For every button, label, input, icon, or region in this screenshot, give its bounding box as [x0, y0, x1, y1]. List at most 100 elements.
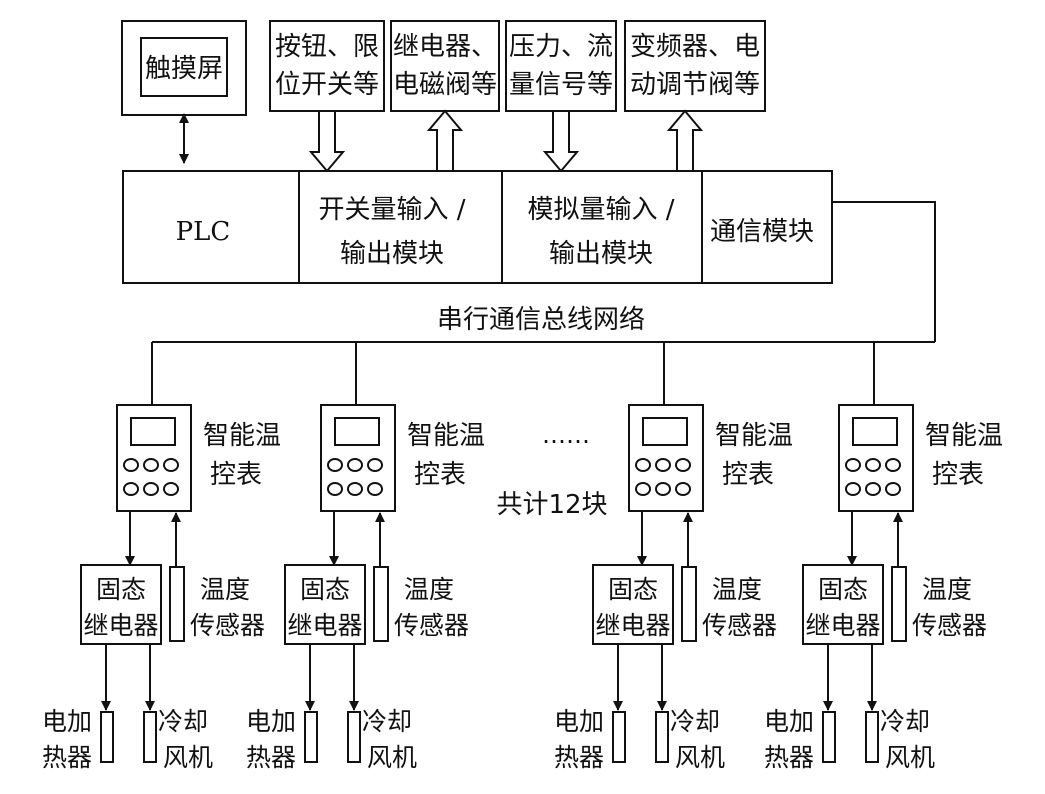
controller-key: [675, 458, 691, 472]
digital-io-label-2: 输出模块: [340, 239, 444, 269]
bus-label: 串行通信总线网络: [437, 305, 645, 335]
relay-label-2: 继电器: [83, 611, 158, 640]
io-device-vfd-valves: 变频器、电 动调节阀等: [624, 20, 766, 112]
bus-comm-link: [832, 201, 936, 342]
cooling-fan: [655, 711, 669, 763]
controller-key: [367, 458, 383, 472]
touchscreen: 触摸屏: [121, 20, 247, 116]
controller-label-2: 控表: [932, 460, 984, 490]
controller-label-1: 智能温: [925, 421, 1003, 451]
heater-label-1: 电加: [42, 707, 92, 736]
controller-key: [327, 482, 343, 496]
touchscreen-label: 触摸屏: [145, 54, 223, 84]
fan-label-2: 风机: [367, 743, 417, 772]
svg-text:动调节阀等: 动调节阀等: [630, 70, 760, 100]
controller-label-1: 智能温: [407, 421, 485, 451]
fan-label-1: 冷却: [362, 707, 412, 736]
controller-key: [655, 458, 671, 472]
analog-io-label-2: 输出模块: [549, 239, 653, 269]
fan-label-1: 冷却: [880, 707, 930, 736]
svg-text:变频器、电: 变频器、电: [630, 32, 760, 62]
heater-label-1: 电加: [554, 707, 604, 736]
electric-heater: [304, 711, 318, 763]
fan-label-2: 风机: [885, 743, 935, 772]
ellipsis: ……: [542, 421, 590, 449]
sensor-label-1: 温度: [922, 575, 972, 604]
relay-label-2: 继电器: [595, 611, 670, 640]
controller-key: [885, 482, 901, 496]
controller-key: [635, 482, 651, 496]
svg-text:压力、流: 压力、流: [509, 32, 613, 62]
relay-label-1: 固态: [608, 575, 658, 604]
heater-label-2: 热器: [246, 743, 296, 772]
input-arrow-analog: [542, 110, 580, 173]
fan-label-1: 冷却: [158, 707, 208, 736]
relay-label-1: 固态: [300, 575, 350, 604]
heater-label-2: 热器: [554, 743, 604, 772]
controller-key: [327, 458, 343, 472]
temperature-controller: [628, 404, 704, 512]
sensor-label-2: 传感器: [702, 611, 777, 640]
analog-io-label-1: 模拟量输入 /: [527, 195, 674, 225]
count-label: 共计12块: [496, 490, 607, 520]
fan-label-2: 风机: [675, 743, 725, 772]
temperature-controller: [116, 404, 192, 512]
plc-label: PLC: [176, 217, 231, 247]
controller-display: [130, 417, 176, 446]
controller-key: [143, 482, 159, 496]
controller-key: [367, 482, 383, 496]
svg-text:电磁阀等: 电磁阀等: [393, 70, 497, 100]
output-arrow-analog: [666, 109, 704, 172]
temperature-sensor: [373, 566, 389, 642]
heater-label-1: 电加: [764, 707, 814, 736]
controller-key: [885, 458, 901, 472]
electric-heater: [100, 711, 114, 763]
controller-key: [655, 482, 671, 496]
controller-key: [675, 482, 691, 496]
relay-label-1: 固态: [96, 575, 146, 604]
controller-key: [163, 482, 179, 496]
relay-label-1: 固态: [818, 575, 868, 604]
io-device-pressure-flow: 压力、流 量信号等: [505, 20, 617, 112]
sensor-label-2: 传感器: [190, 611, 265, 640]
heater-label-2: 热器: [42, 743, 92, 772]
controller-display: [334, 417, 380, 446]
svg-text:量信号等: 量信号等: [509, 70, 613, 100]
temperature-controller: [320, 404, 396, 512]
output-arrow-digital: [426, 109, 464, 172]
cooling-fan: [347, 711, 361, 763]
temperature-sensor: [169, 566, 185, 642]
digital-io-label-1: 开关量输入 /: [318, 195, 465, 225]
svg-text:位开关等: 位开关等: [275, 70, 379, 100]
controller-label-1: 智能温: [715, 421, 793, 451]
sensor-label-2: 传感器: [912, 611, 987, 640]
io-device-relays: 继电器、 电磁阀等: [390, 20, 500, 112]
sensor-label-2: 传感器: [394, 611, 469, 640]
fan-label-2: 风机: [163, 743, 213, 772]
cooling-fan: [143, 711, 157, 763]
controller-key: [865, 482, 881, 496]
temperature-controller: [838, 404, 914, 512]
svg-text:按钮、限: 按钮、限: [275, 32, 379, 62]
electric-heater: [612, 711, 626, 763]
svg-text:继电器、: 继电器、: [393, 32, 497, 62]
io-device-buttons: 按钮、限 位开关等: [269, 20, 385, 112]
fan-label-1: 冷却: [670, 707, 720, 736]
controller-label-2: 控表: [210, 460, 262, 490]
temperature-sensor: [891, 566, 907, 642]
controller-key: [845, 458, 861, 472]
controller-display: [852, 417, 898, 446]
relay-label-2: 继电器: [287, 611, 362, 640]
heater-label-1: 电加: [246, 707, 296, 736]
controller-label-2: 控表: [414, 460, 466, 490]
controller-key: [163, 458, 179, 472]
